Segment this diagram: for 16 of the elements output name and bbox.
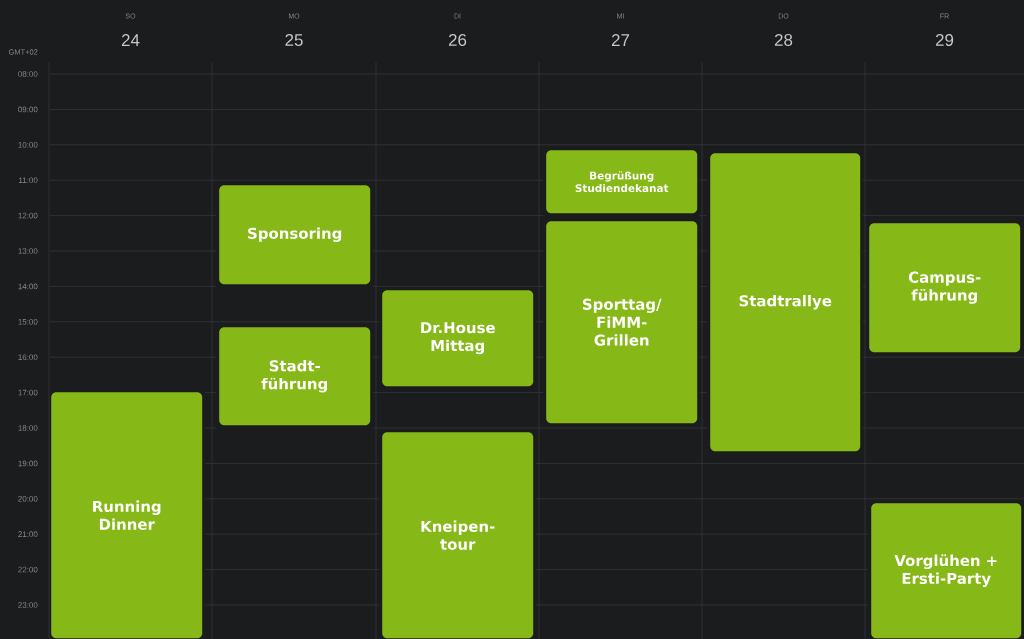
date-label: 26 (448, 34, 467, 46)
event-box: Stadtrallye (710, 153, 861, 452)
event-box: Kneipen- tour (382, 432, 534, 639)
event-box: Stadt- führung (219, 327, 371, 426)
event-box: Begrüßung Studiendekanat (546, 150, 698, 214)
date-label: 29 (935, 34, 954, 46)
event-box: Sponsoring (219, 185, 371, 285)
event-box: Vorglühen + Ersti-Party (871, 503, 1022, 639)
event-box: Running Dinner (51, 392, 203, 639)
date-label: 25 (285, 34, 303, 46)
event-box: Sporttag/ FiMM- Grillen (546, 221, 698, 424)
date-label: 24 (121, 34, 140, 46)
event-box: Campus- führung (869, 223, 1021, 353)
date-label: 28 (774, 34, 793, 46)
date-label: 27 (611, 34, 630, 46)
event-box: Dr.House Mittag (382, 290, 534, 387)
